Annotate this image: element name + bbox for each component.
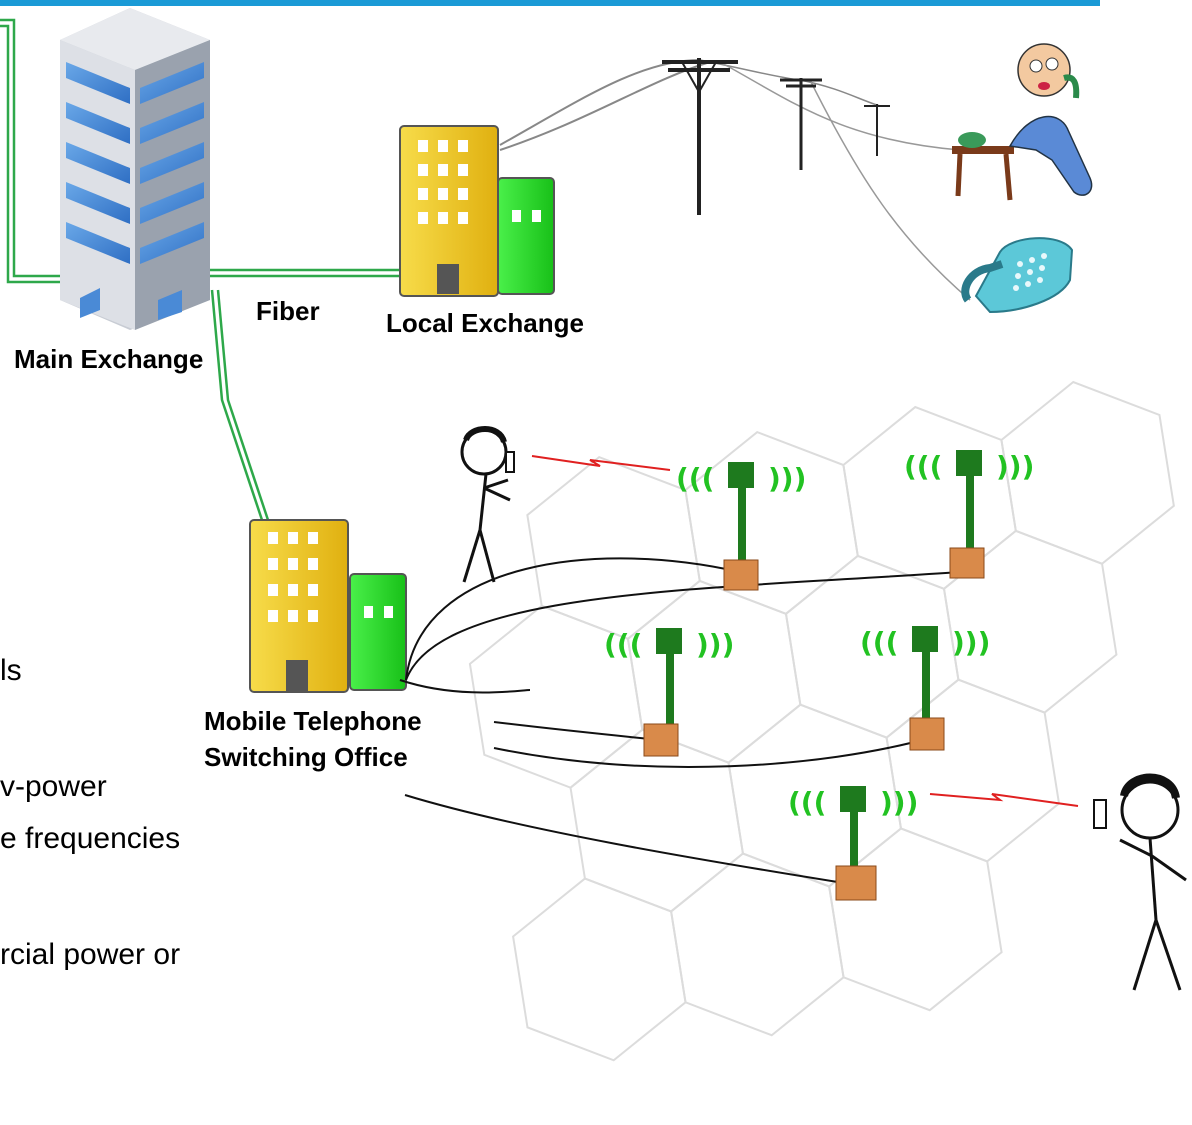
base-station-cables [399,557,961,885]
fiber-links [0,18,400,521]
local-exchange-label: Local Exchange [386,308,584,338]
svg-text:(((: ((( [860,626,898,659]
cell-tower-icon: ((( ))) [788,786,918,901]
svg-text:(((: ((( [904,450,942,483]
body-text-fragment: e frequencies [0,822,181,855]
body-text-fragment: v-power [0,770,107,803]
svg-text:))): ))) [880,786,918,819]
cell-tower-icon: ((( ))) [676,462,806,591]
mtso-building-icon [249,519,407,693]
svg-text:))): ))) [996,450,1034,483]
telephone-pole-icon [780,78,822,170]
radio-link [531,455,1079,807]
telephone-line [499,58,971,301]
body-text-fragment: rcial power or [0,938,181,971]
stick-figure-with-mobile-icon [460,426,515,583]
cartoon-man-on-phone-icon [952,43,1093,201]
cell-tower-icon: ((( ))) [860,626,990,751]
desk-telephone-icon [961,237,1074,314]
svg-text:(((: ((( [788,786,826,819]
local-exchange-building-icon [399,125,555,297]
svg-text:))): ))) [768,462,806,495]
stick-figure-with-mobile-icon [1093,773,1187,991]
svg-text:(((: ((( [676,462,714,495]
cell-tower-icon: ((( ))) [904,450,1034,579]
body-text-fragment: ls [0,654,22,687]
main-exchange-building-icon [60,8,210,330]
svg-text:))): ))) [696,628,734,661]
svg-text:))): ))) [952,626,990,659]
telephone-pole-icon [662,58,738,215]
cell-tower-icon: ((( ))) [604,628,734,757]
mtso-label-line1: Mobile Telephone [204,706,422,736]
svg-text:(((: ((( [604,628,642,661]
fiber-label: Fiber [256,296,320,326]
mtso-label-line2: Switching Office [204,742,408,772]
telephone-pole-icon [864,104,890,156]
main-exchange-label: Main Exchange [14,344,204,374]
top-rule [0,0,1100,6]
cell-grid [468,380,1175,1062]
